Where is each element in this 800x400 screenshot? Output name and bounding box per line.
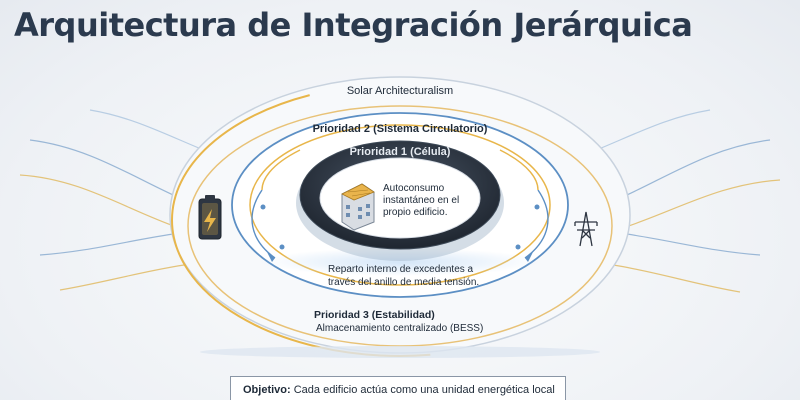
priority-3-label: Prioridad 3 (Estabilidad) <box>314 309 435 321</box>
core-line: instantáneo en el <box>383 195 459 206</box>
junction-node <box>535 205 540 210</box>
core-line: propio edificio. <box>383 207 447 218</box>
priority-3-description: Almacenamiento centralizado (BESS) <box>316 323 483 334</box>
floor-glow <box>200 346 600 358</box>
junction-node <box>280 245 285 250</box>
junction-node <box>516 245 521 250</box>
outer-ring-label: Solar Architecturalism <box>347 85 453 97</box>
reparto-line: través del anillo de media tensión. <box>328 277 479 288</box>
battery-icon <box>199 195 221 239</box>
priority-2-label: Prioridad 2 (Sistema Circulatorio) <box>313 123 488 135</box>
priority-1-label: Prioridad 1 (Célula) <box>350 146 451 158</box>
objective-label: Objetivo: <box>243 384 291 396</box>
junction-node <box>261 205 266 210</box>
objective-box: Objetivo: Cada edificio actúa como una u… <box>230 376 566 400</box>
core-line: Autoconsumo <box>383 183 445 194</box>
reparto-line: Reparto interno de excedentes a <box>328 264 474 275</box>
objective-text: Cada edificio actúa como una unidad ener… <box>294 384 555 396</box>
